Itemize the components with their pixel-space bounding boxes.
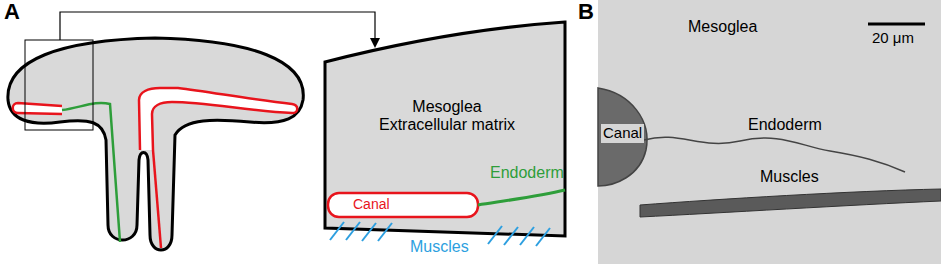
panel-letter: A [4,0,20,24]
region-label: Mesoglea [688,18,757,36]
inset-canal [328,193,478,217]
region-label: Mesoglea Extracellular matrix [372,98,522,133]
endoderm-membrane [644,137,905,172]
tissue-label: Muscles [410,238,469,256]
canal-cell [598,88,647,186]
gastric-cavity [139,88,297,150]
scale-bar [868,23,925,26]
scale-label: 20 μm [872,30,914,47]
zoom-leader [60,12,375,46]
zoom-box [25,40,93,130]
endoderm-line [62,103,120,242]
tissue-label: Endoderm [748,116,822,134]
tissue-label: Muscles [760,168,819,186]
canal-label: Canal [353,197,390,212]
canal-line [153,150,161,248]
inset-mesoglea [325,22,565,236]
muscle-band [640,189,941,217]
canal-label: Canal [601,124,644,143]
micrograph [598,0,941,264]
panel-letter: B [578,0,594,24]
radial-canal [13,103,62,114]
tissue-label: Endoderm [490,164,564,182]
jellyfish-body [8,38,303,250]
inset-endoderm [478,190,565,205]
